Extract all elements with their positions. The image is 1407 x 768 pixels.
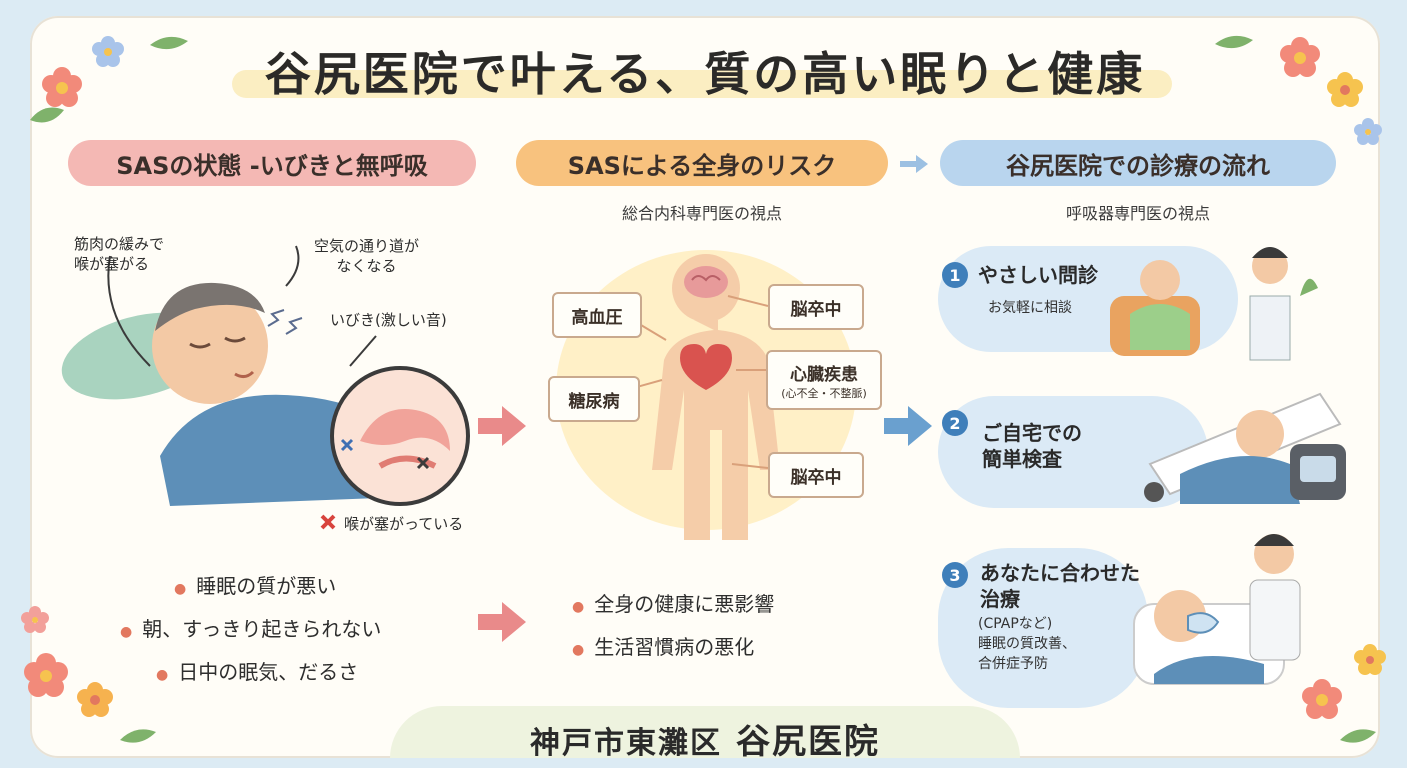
step-3-number: 3 [942,562,968,588]
step-1-title: やさしい問診 [978,263,1098,287]
risk-box-heart: 心臓疾患 (心不全・不整脈) [766,350,882,410]
flower-icon [1327,72,1363,107]
list-item: ●朝、すっきり起きられない [120,617,382,641]
step-3-illustration [1133,534,1301,685]
footer: 神戸市東灘区谷尻医院 [390,714,1020,763]
heart-note: (心不全・不整脈) [781,386,867,400]
step-3-bubble [938,548,1148,708]
leaf-icon [120,729,156,743]
list-item: ●生活習慣病の悪化 [572,635,755,659]
footer-band [390,706,1020,758]
brain-icon [684,266,728,298]
arrow-right-icon [900,155,928,173]
label-blocked: 喉が塞がっている [344,515,464,533]
step-3-title: あなたに合わせた 治療 [980,561,1140,611]
heading-flow: 谷尻医院での診療の流れ [940,140,1336,186]
heading-sas-state: SASの状態 -いびきと無呼吸 [68,140,476,186]
flower-icon [42,67,82,107]
label-snore: いびき(激しい音) [330,311,447,329]
footer-clinic-name: 谷尻医院 [736,722,880,762]
leaf-icon [30,107,64,123]
risk-box-stroke-bottom: 脳卒中 [768,452,864,498]
flow-subtitle: 呼吸器専門医の視点 [1065,204,1210,223]
step-2-number: 2 [942,410,968,436]
arrow-right-icon [884,406,932,446]
risk-box-diabetes: 糖尿病 [548,376,640,422]
list-item: ●睡眠の質が悪い [174,574,337,598]
step-1-number: 1 [942,262,968,288]
flower-icon [77,682,113,717]
x-mark-icon [320,514,336,530]
flower-icon [24,653,68,697]
flower-icon [1354,644,1386,675]
sleeping-person-illustration [61,245,470,530]
step-2-illustration [1144,392,1346,504]
heart-label: 心臓疾患 [790,364,858,385]
label-muscle: 筋肉の緩みで 喉が塞がる [74,235,165,273]
risk-box-hypertension: 高血圧 [552,292,642,338]
label-airway: 空気の通り道が なくなる [314,237,420,275]
leaf-icon [1340,729,1376,743]
arrow-right-icon [478,602,526,642]
flower-icon [1354,118,1382,145]
page-title: 谷尻医院で叶える、質の高い眠りと健康 [264,47,1146,101]
risk-impact-list: ●全身の健康に悪影響 ●生活習慣病の悪化 [572,584,774,670]
footer-area: 神戸市東灘区 [530,726,722,761]
leaf-icon [150,36,188,50]
step-1-illustration [1110,247,1318,361]
step-3-note: (CPAPなど) 睡眠の質改善、 合併症予防 [978,616,1076,672]
x-mark-icon [340,438,354,452]
list-item: ●日中の眠気、だるさ [156,660,359,684]
flower-icon [21,606,49,633]
flower-icon [1280,37,1320,77]
step-2-title: ご自宅での 簡単検査 [982,421,1082,471]
arrow-right-icon [478,406,526,446]
heading-risk: SASによる全身のリスク [516,140,888,186]
risk-box-stroke-top: 脳卒中 [768,284,864,330]
risk-subtitle: 総合内科専門医の視点 [621,204,782,223]
leaf-icon [1215,35,1253,49]
list-item: ●全身の健康に悪影響 [572,592,775,616]
heart-icon [680,344,732,390]
sas-symptom-list: ●睡眠の質が悪い ●朝、すっきり起きられない ●日中の眠気、だるさ [120,566,381,695]
step-1-note: お気軽に相談 [988,300,1072,316]
x-mark-icon [416,456,430,470]
title-highlight [232,70,1172,98]
flower-icon [1302,679,1342,719]
flower-icon [92,36,124,67]
